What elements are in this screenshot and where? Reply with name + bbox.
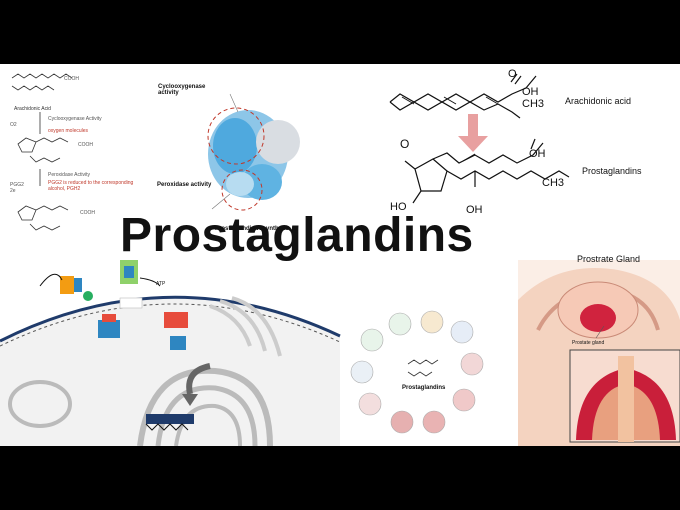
functions-wheel bbox=[350, 310, 484, 434]
ch3-label-bottom: CH3 bbox=[542, 177, 565, 189]
wheel-center-label: Prostaglandins bbox=[402, 385, 446, 391]
pgg2-label: PGG2 bbox=[10, 182, 24, 188]
o-label-top: O bbox=[508, 68, 517, 80]
atp-label: ATP bbox=[156, 281, 166, 287]
prostate-anatomy bbox=[518, 260, 680, 446]
anatomy-title: Prostrate Gland bbox=[577, 254, 641, 264]
arachidonic-acid-label: Arachidonic acid bbox=[565, 96, 632, 106]
conversion-arrow bbox=[458, 114, 488, 152]
step2-label: Peroxidase Activity bbox=[48, 172, 90, 178]
cyclooxygenase-activity-label: Cyclooxygenase activity bbox=[158, 84, 206, 96]
step1-label: Cyclooxygenase Activity bbox=[48, 116, 102, 122]
cooh-label-2: COOH bbox=[78, 142, 93, 148]
oh-label-side: OH bbox=[466, 204, 483, 216]
prostaglandins-structure-label: Prostaglandins bbox=[582, 166, 642, 176]
video-title: Prostaglandins bbox=[120, 209, 474, 262]
step2-red-text: PGG2 is reduced to the corresponding alc… bbox=[48, 180, 134, 192]
cell-diagram bbox=[0, 260, 341, 446]
cooh-label-1: COOH bbox=[64, 76, 79, 82]
two-e-label: 2e bbox=[10, 188, 16, 194]
enzyme-illustration bbox=[207, 93, 300, 211]
oh-label-bottom: OH bbox=[529, 148, 546, 160]
synthase-label: Prostaglandin H synthase bbox=[215, 226, 289, 232]
ho-label: HO bbox=[390, 201, 407, 213]
prostaglandin-structure bbox=[404, 138, 570, 204]
ketone-o-label: O bbox=[400, 137, 410, 151]
thumbnail-canvas: COOH Arachidonic Acid O2 Cyclooxygenase … bbox=[0, 64, 680, 446]
oh-label-top: OH bbox=[522, 86, 539, 98]
cooh-label-3: COOH bbox=[80, 210, 95, 216]
o2-label: O2 bbox=[10, 122, 17, 128]
arachidonic-acid-small: Arachidonic Acid bbox=[14, 106, 51, 112]
pathway-structures bbox=[11, 73, 73, 231]
peroxidase-activity-label: Peroxidase activity bbox=[157, 182, 212, 188]
step1-red-text: oxygen molecules bbox=[48, 128, 89, 134]
arachidonic-acid-structure bbox=[389, 73, 537, 119]
ch3-label-top: CH3 bbox=[522, 98, 545, 110]
prostate-gland-label: Prostate gland bbox=[572, 340, 605, 346]
